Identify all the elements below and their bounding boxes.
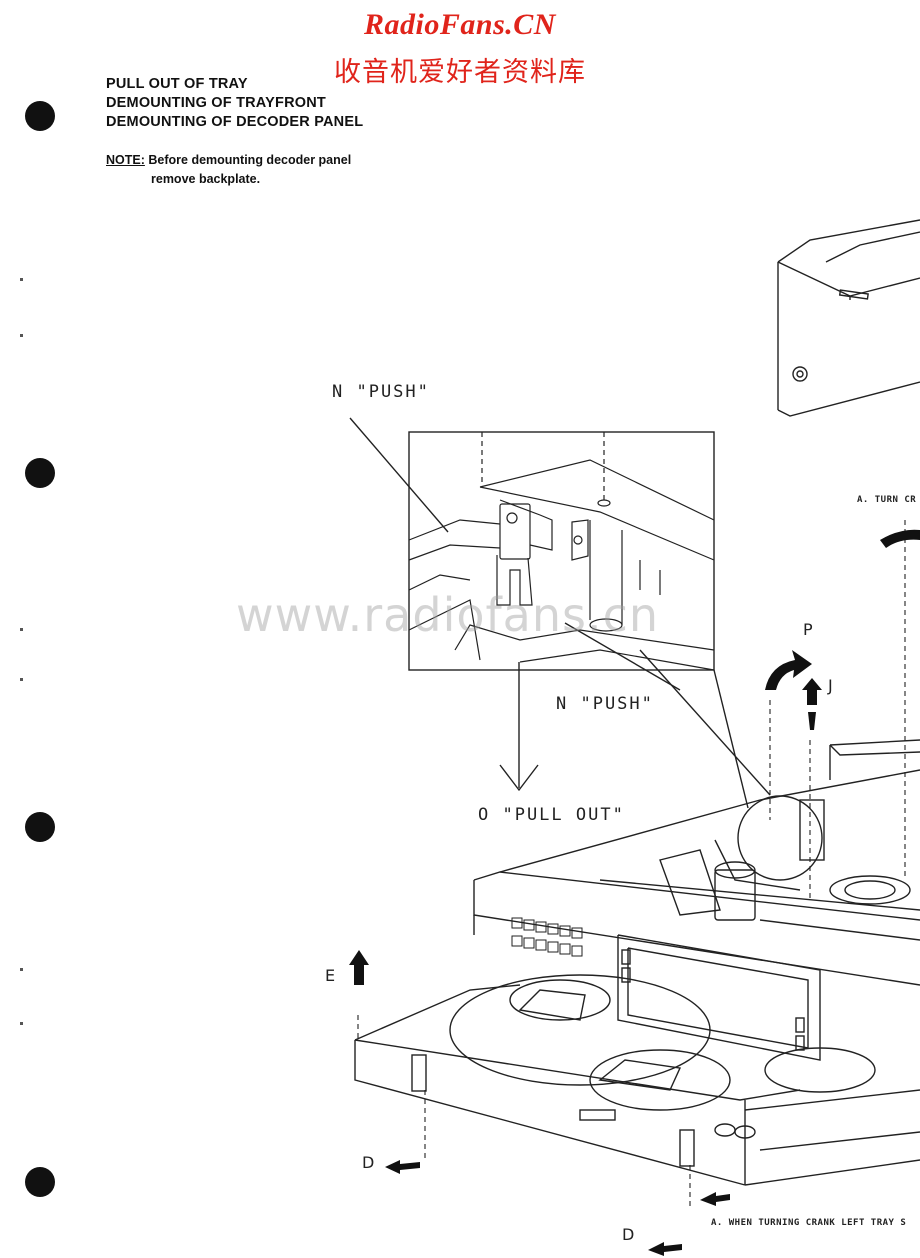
button-grid-upper — [511, 917, 583, 957]
callout-push-top: N "PUSH" — [332, 382, 430, 402]
note-line1: Before demounting decoder panel — [148, 153, 352, 167]
up-arrow-e — [349, 950, 369, 985]
arrow-d2 — [648, 1242, 682, 1256]
heading-demounting-trayfront: DEMOUNTING OF TRAYFRONT — [106, 95, 326, 111]
watermark-text: www.radiofans.cn — [236, 588, 660, 642]
site-subtitle: 收音机爱好者资料库 — [334, 57, 586, 88]
inset-content — [408, 432, 715, 671]
note-block: NOTE: Before demounting decoder panel re… — [106, 151, 351, 189]
callout-turn-crank: A. TURN CR — [857, 495, 917, 505]
leader-push-bottom — [564, 622, 681, 691]
label-d1: D — [362, 1153, 375, 1172]
label-p: P — [803, 620, 813, 639]
housing-box — [777, 219, 920, 417]
margin-speck — [20, 628, 23, 631]
up-arrow-j — [802, 678, 822, 705]
binder-hole — [25, 812, 55, 842]
arrow-d-mid — [700, 1192, 730, 1206]
margin-speck — [20, 1022, 23, 1025]
label-j: J — [828, 676, 833, 695]
callout-push-bottom: N "PUSH" — [556, 694, 654, 714]
note-label: NOTE: — [106, 153, 145, 167]
arrow-d1 — [385, 1160, 420, 1174]
margin-speck — [20, 968, 23, 971]
callout-pull-out: O "PULL OUT" — [478, 805, 625, 825]
binder-hole — [25, 1167, 55, 1197]
leader-push-top — [349, 417, 449, 533]
assembly-lines — [357, 520, 906, 1210]
margin-speck — [20, 278, 23, 281]
margin-speck — [20, 678, 23, 681]
label-e: E — [325, 966, 336, 985]
magnifier-circle — [737, 795, 823, 881]
crank-arrow — [880, 529, 920, 548]
site-title: RadioFans.CN — [364, 8, 556, 41]
heading-pull-out-tray: PULL OUT OF TRAY — [106, 76, 248, 92]
rotate-arrow-p — [765, 650, 812, 690]
note-line2: remove backplate. — [151, 172, 261, 186]
binder-hole — [25, 101, 55, 131]
heading-demounting-decoder-panel: DEMOUNTING OF DECODER PANEL — [106, 114, 364, 130]
cd-tray — [354, 974, 920, 1186]
margin-speck — [20, 334, 23, 337]
detail-inset — [408, 431, 715, 671]
binder-hole — [25, 458, 55, 488]
callout-when-turning: A. WHEN TURNING CRANK LEFT TRAY S — [711, 1218, 907, 1228]
label-d2: D — [622, 1225, 635, 1244]
